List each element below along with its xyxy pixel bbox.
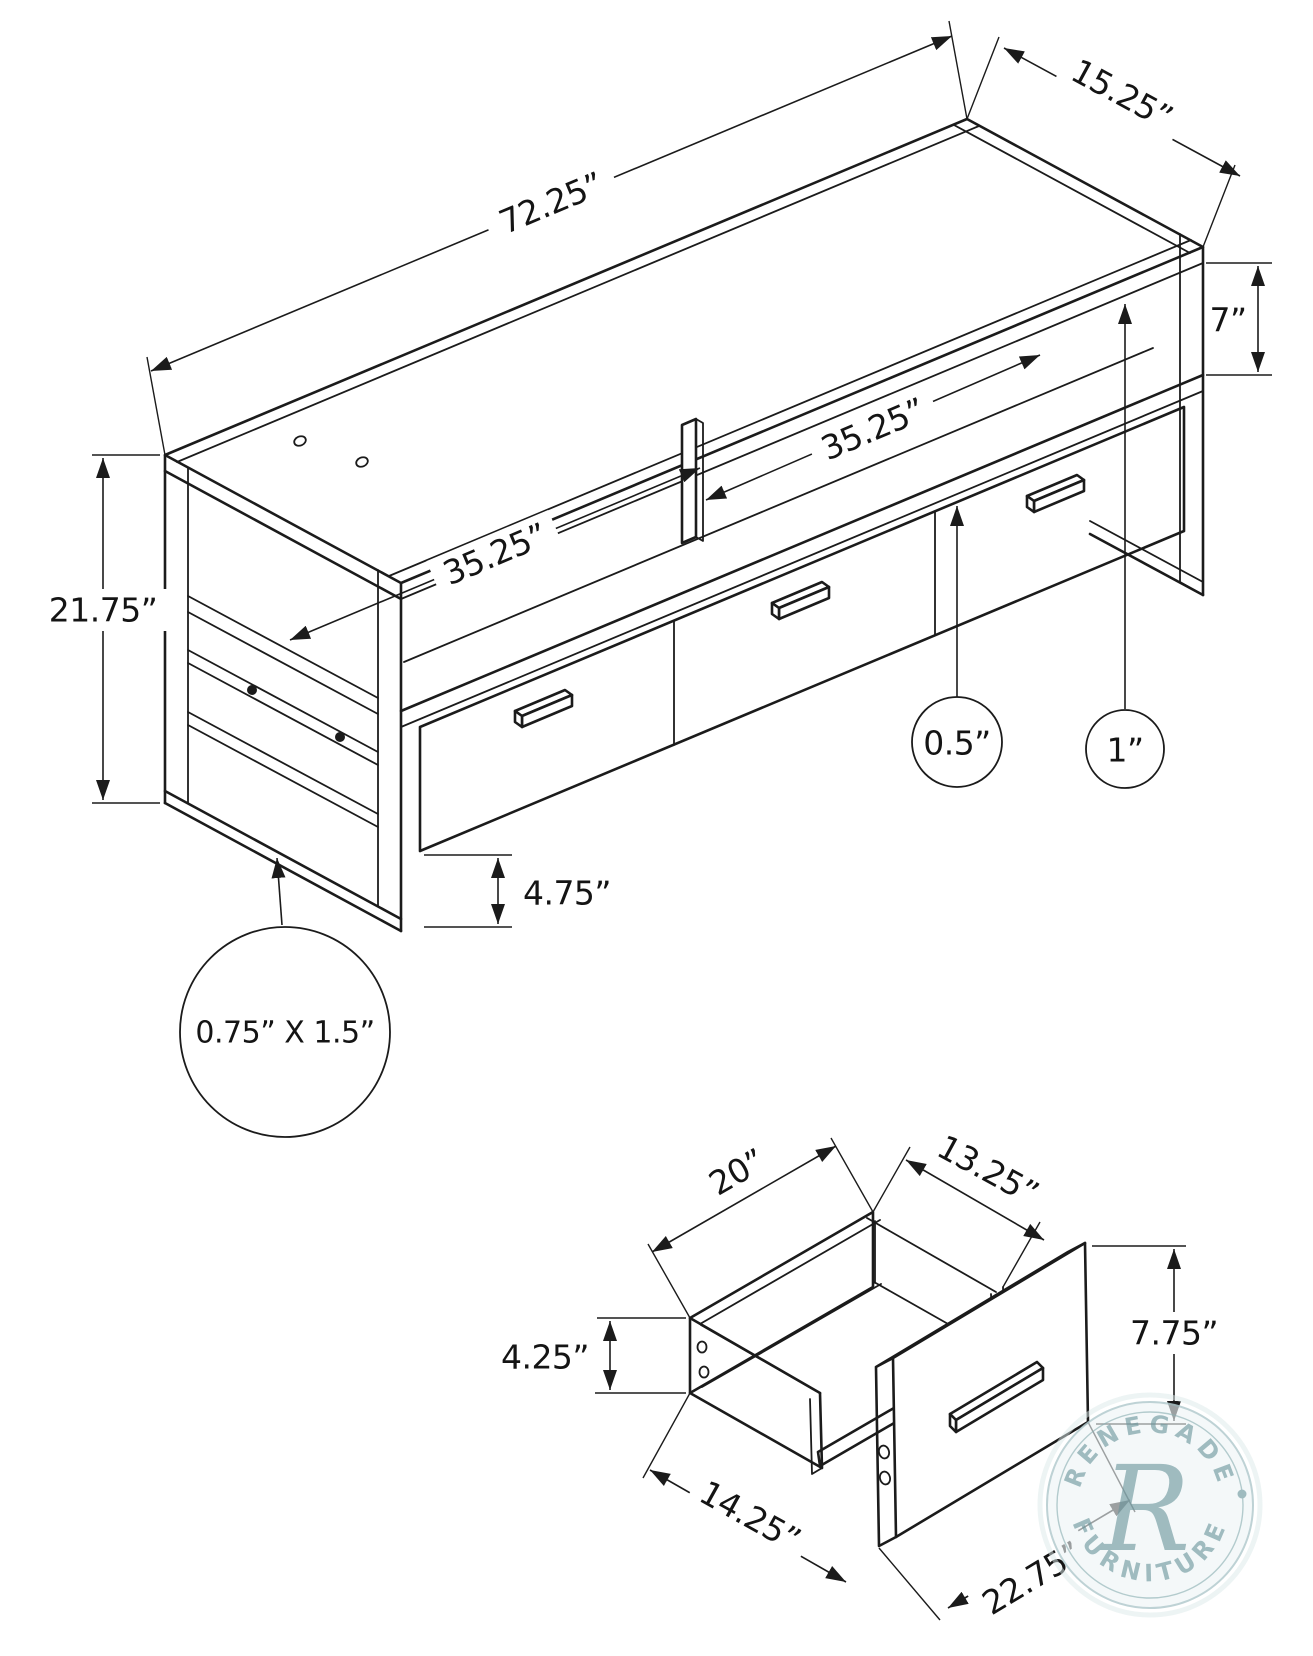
dim-tv-height-label: 21.75” — [49, 591, 158, 630]
callout-frame-tube-label: 0.75” X 1.5” — [195, 1016, 374, 1051]
screw-hole — [698, 1365, 710, 1379]
dim-tv-depth-label: 15.25” — [1065, 51, 1179, 137]
watermark-monogram: R — [1100, 1440, 1191, 1578]
dim-drawer-inner-width: 13.25” — [922, 1121, 1054, 1219]
tv-stand-dimensions: 72.25” 15.25” 7” 35.25” 35.25” — [39, 20, 1272, 1138]
drawer-handle — [1025, 473, 1086, 514]
dim-drawer-depth: 20” — [685, 1130, 789, 1214]
dim-tv-width-label: 72.25” — [493, 164, 608, 242]
dim-tv-height: 21.75” — [39, 589, 167, 631]
callout-drawer-gap-circle — [911, 696, 1003, 788]
watermark-circle — [1046, 1401, 1254, 1609]
callout-panel-thickness-label: 1” — [1106, 731, 1143, 770]
screw-hole — [879, 1470, 891, 1486]
dim-clearance-label: 4.75” — [523, 874, 611, 913]
callout-drawer-gap-label: 0.5” — [923, 724, 991, 763]
screw-hole — [355, 456, 369, 468]
dim-drawer-front-height-label: 7.75” — [1130, 1314, 1218, 1353]
dim-drawer-inner-width-label: 13.25” — [931, 1127, 1045, 1213]
callout-frame-tube-circle — [179, 926, 391, 1138]
dim-drawer-front-height: 7.75” — [1118, 1312, 1230, 1354]
drawer-view: 20” 13.25” 4.25” 7.75” — [501, 1121, 1230, 1629]
dim-drawer-outer-width: 14.25” — [684, 1467, 816, 1565]
tv-stand-left-leg — [163, 453, 403, 933]
center-divider — [680, 417, 698, 545]
screw-hole — [696, 1340, 708, 1354]
screw-hole — [335, 732, 345, 742]
drawer-handle — [513, 688, 574, 729]
dim-drawer-side-height-label: 4.25” — [501, 1338, 589, 1377]
dim-tv-width: 72.25” — [480, 157, 622, 249]
dim-drawer-outer-width-label: 14.25” — [693, 1473, 807, 1560]
screw-hole — [247, 685, 257, 695]
screw-hole — [293, 435, 307, 447]
dim-opening-height-label: 7” — [1209, 301, 1246, 340]
tv-stand-view: 72.25” 15.25” 7” 35.25” 35.25” — [39, 20, 1272, 1138]
callout-panel-thickness-circle — [1085, 709, 1165, 789]
drawer-handle — [770, 580, 831, 621]
tv-stand-right-leg — [1088, 233, 1205, 597]
drawer-handle — [948, 1360, 1045, 1434]
dim-tv-depth: 15.25” — [1053, 44, 1191, 144]
watermark-dot — [1237, 1489, 1247, 1499]
watermark: RENEGADE FURNITURE R — [1037, 1392, 1263, 1618]
screw-hole — [878, 1444, 890, 1460]
